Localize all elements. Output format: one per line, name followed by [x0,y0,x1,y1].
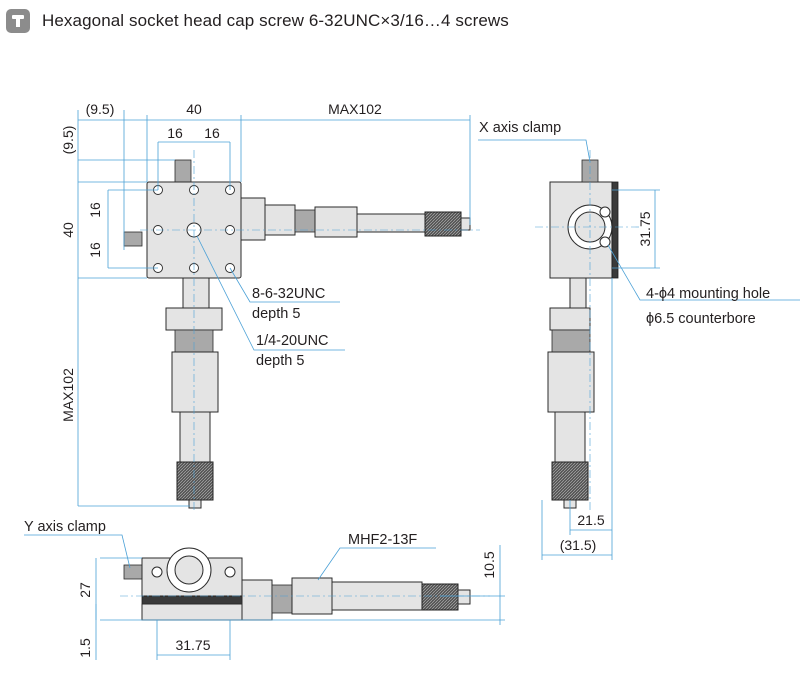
front-view [120,547,490,621]
label-y-axis-clamp: Y axis clamp [24,519,106,535]
dim-1-5: 1.5 [77,638,93,658]
dim-10-5: 10.5 [481,551,497,578]
dim-27: 27 [77,582,93,598]
dim-9-5-top: (9.5) [86,101,115,117]
label-depth-5-a: depth 5 [252,306,300,322]
front-stage-lower [141,603,243,621]
front-view-dimensions [95,545,505,660]
x-clamp-knob [174,159,192,183]
top-view [123,150,480,512]
dim-16-b: 16 [204,125,220,141]
y-clamp-knob [123,231,143,247]
dim-31-75-bottom: 31.75 [175,637,210,653]
dim-31-5: (31.5) [560,537,597,553]
label-thread-quarter: 1/4-20UNC [256,333,329,349]
dim-max102-top: MAX102 [328,101,382,117]
x-micrometer [236,197,471,241]
label-micrometer-model: MHF2-13F [348,532,417,548]
header-title: Hexagonal socket head cap screw 6-32UNC×… [42,11,509,30]
label-x-axis-clamp: X axis clamp [479,120,561,136]
dim-9-5-left: (9.5) [60,126,76,155]
label-mounting-hole: 4-ϕ4 mounting hole [646,286,770,302]
dim-16-d: 16 [87,242,103,258]
dim-40-top: 40 [186,101,202,117]
top-view-dimensions [77,110,471,507]
dim-16-c: 16 [87,202,103,218]
screw-icon [6,9,30,33]
side-view [535,150,640,512]
side-view-dimensions [541,189,660,560]
y-micrometer [165,277,223,509]
label-thread-8: 8-6-32UNC [252,286,325,302]
dim-31-75-side: 31.75 [637,211,653,246]
label-depth-5-b: depth 5 [256,353,304,369]
header: Hexagonal socket head cap screw 6-32UNC×… [6,8,509,34]
dim-21-5: 21.5 [577,512,604,528]
dim-16-a: 16 [167,125,183,141]
label-counterbore: ϕ6.5 counterbore [646,311,756,327]
dim-max102-left: MAX102 [60,368,76,422]
dim-40-left: 40 [60,222,76,238]
